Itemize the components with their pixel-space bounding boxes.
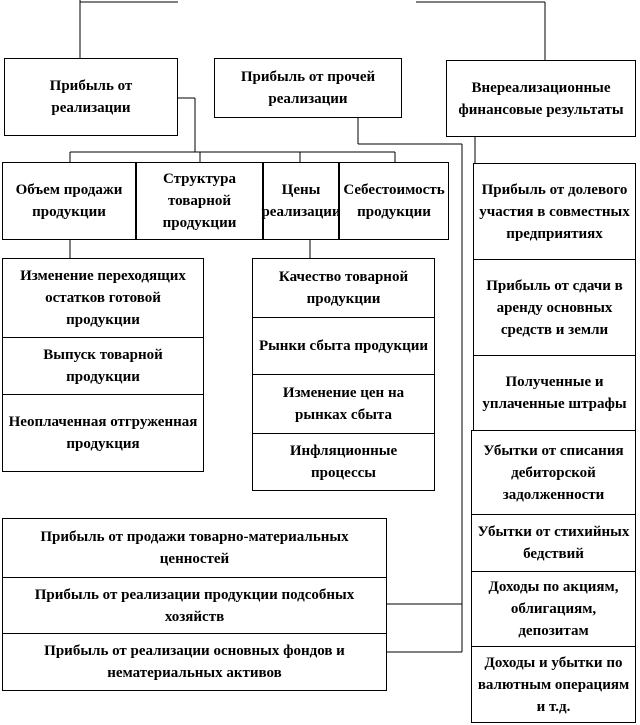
factor-cost-label: Себестоимость продукции	[343, 182, 445, 220]
non-operating-item-label: Убытки от списания дебиторской задолженн…	[483, 442, 624, 503]
non-operating-item-label: Доходы по акциям, облигациям, депозитам	[488, 579, 619, 639]
non-operating-item: Доходы и убытки по валютным операциям и …	[471, 646, 636, 723]
non-operating-item-label: Убытки от стихийных бедствий	[477, 524, 630, 562]
non-operating-item-label: Полученные и уплаченные штрафы	[482, 374, 627, 412]
price-item-label: Инфляционные процессы	[289, 443, 398, 481]
other-sales-profit-node: Прибыль от прочей реализации	[214, 58, 402, 118]
factor-sales-prices-label: Цены реализации	[261, 182, 341, 220]
factor-sales-volume: Объем продажи продукции	[2, 162, 136, 240]
price-item: Инфляционные процессы	[252, 433, 435, 491]
other-sales-item-label: Прибыль от реализации основных фондов и …	[44, 643, 345, 681]
non-operating-item-label: Доходы и убытки по валютным операциям и …	[477, 654, 630, 715]
price-item: Качество товарной продукции	[252, 258, 435, 318]
factor-cost: Себестоимость продукции	[339, 162, 449, 240]
volume-item-label: Изменение переходящих остатков готовой п…	[20, 268, 186, 328]
sales-profit-node: Прибыль от реализации	[4, 58, 178, 136]
non-operating-item: Доходы по акциям, облигациям, депозитам	[471, 571, 636, 647]
price-item-label: Рынки сбыта продукции	[258, 338, 429, 354]
non-operating-item: Убытки от стихийных бедствий	[471, 514, 636, 572]
price-item-label: Качество товарной продукции	[278, 269, 409, 307]
volume-item: Изменение переходящих остатков готовой п…	[2, 258, 204, 338]
price-item: Изменение цен на рынках сбыта	[252, 374, 435, 434]
other-sales-item: Прибыль от продажи товарно-материальных …	[2, 518, 387, 578]
other-sales-item: Прибыль от реализации основных фондов и …	[2, 633, 387, 691]
price-item: Рынки сбыта продукции	[252, 317, 435, 375]
factor-sales-volume-label: Объем продажи продукции	[15, 182, 123, 220]
volume-item-label: Выпуск товарной продукции	[43, 347, 163, 385]
non-operating-item-label: Прибыль от долевого участия в совместных…	[479, 181, 630, 242]
non-operating-item: Полученные и уплаченные штрафы	[473, 355, 636, 431]
volume-item: Неоплаченная отгруженная продукция	[2, 394, 204, 472]
other-sales-item-label: Прибыль от реализации продукции подсобны…	[34, 586, 355, 625]
non-operating-node: Внереализационные финансовые результаты	[446, 60, 636, 137]
price-item-label: Изменение цен на рынках сбыта	[282, 385, 405, 423]
non-operating-label: Внереализационные финансовые результаты	[458, 79, 624, 118]
non-operating-item: Убытки от списания дебиторской задолженн…	[471, 430, 636, 515]
other-sales-profit-label: Прибыль от прочей реализации	[240, 69, 376, 107]
other-sales-item: Прибыль от реализации продукции подсобны…	[2, 577, 387, 634]
other-sales-item-label: Прибыль от продажи товарно-материальных …	[40, 529, 349, 567]
factor-product-structure: Структура товарной продукции	[136, 162, 263, 240]
volume-item-label: Неоплаченная отгруженная продукция	[8, 414, 198, 452]
non-operating-item: Прибыль от сдачи в аренду основных средс…	[473, 259, 636, 356]
non-operating-item-label: Прибыль от сдачи в аренду основных средс…	[486, 277, 623, 338]
volume-item: Выпуск товарной продукции	[2, 337, 204, 395]
sales-profit-label: Прибыль от реализации	[49, 78, 133, 116]
factor-product-structure-label: Структура товарной продукции	[162, 171, 237, 231]
non-operating-item: Прибыль от долевого участия в совместных…	[473, 163, 636, 260]
factor-sales-prices: Цены реализации	[261, 162, 341, 240]
